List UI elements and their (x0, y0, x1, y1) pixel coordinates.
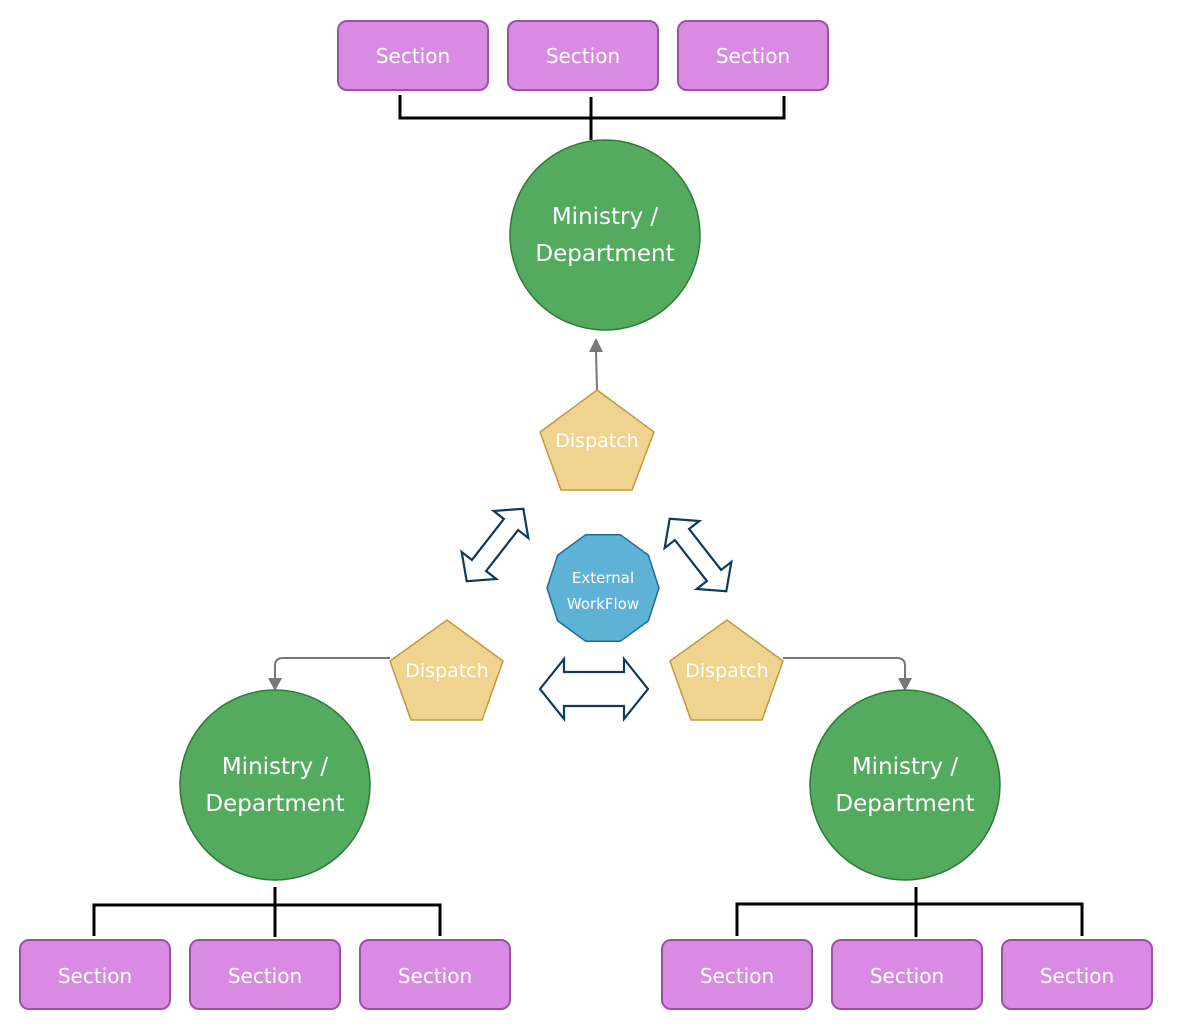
left-section-3[interactable]: Section (359, 939, 511, 1010)
dispatch-label: Dispatch (555, 430, 638, 452)
left-ministry-node[interactable]: Ministry / Department (179, 689, 371, 881)
right-dispatch-to-ministry-arrow (783, 657, 912, 691)
double-arrow-icon (663, 517, 733, 593)
right-section-2[interactable]: Section (831, 939, 983, 1010)
ministry-label-line2: Department (535, 241, 674, 267)
top-section-3[interactable]: Section (677, 20, 829, 91)
top-ministry-node[interactable]: Ministry / Department (509, 139, 701, 331)
right-dispatch-node[interactable]: Dispatch (669, 619, 784, 721)
top-section-connector (398, 95, 786, 140)
external-label-line1: External (572, 569, 634, 587)
section-label: Section (546, 44, 620, 68)
top-section-2[interactable]: Section (507, 20, 659, 91)
top-dispatch-node[interactable]: Dispatch (539, 389, 655, 491)
dispatch-label: Dispatch (685, 660, 768, 682)
right-section-3[interactable]: Section (1001, 939, 1153, 1010)
ministry-label-line1: Ministry / (222, 754, 329, 780)
exchange-arrow-left-right (538, 655, 650, 723)
right-section-connector (735, 887, 1084, 937)
arrow-head-icon (589, 338, 603, 352)
arrow-head-icon (268, 678, 282, 691)
ministry-label-line2: Department (835, 791, 974, 817)
left-dispatch-to-ministry-arrow (268, 657, 390, 691)
exchange-arrow-top-right (663, 517, 733, 593)
external-workflow-node[interactable]: External WorkFlow (546, 533, 660, 643)
section-label: Section (700, 964, 774, 988)
ministry-label-line2: Department (205, 791, 344, 817)
right-ministry-node[interactable]: Ministry / Department (809, 689, 1001, 881)
top-dispatch-to-ministry-arrow (589, 338, 603, 391)
section-label: Section (228, 964, 302, 988)
left-section-2[interactable]: Section (189, 939, 341, 1010)
arrow-head-icon (898, 678, 912, 691)
section-label: Section (398, 964, 472, 988)
exchange-arrow-left-top (460, 507, 530, 583)
double-arrow-icon (538, 655, 650, 723)
left-section-1[interactable]: Section (19, 939, 171, 1010)
ministry-label-line1: Ministry / (852, 754, 959, 780)
right-section-1[interactable]: Section (661, 939, 813, 1010)
section-label: Section (376, 44, 450, 68)
top-section-1[interactable]: Section (337, 20, 489, 91)
section-label: Section (716, 44, 790, 68)
external-label-line2: WorkFlow (567, 595, 639, 613)
dispatch-label: Dispatch (405, 660, 488, 682)
section-label: Section (1040, 964, 1114, 988)
top-cluster: Section Section Section Ministry / Depar… (337, 20, 829, 491)
right-cluster: Dispatch Ministry / Department Section S… (661, 619, 1153, 1010)
section-label: Section (58, 964, 132, 988)
double-arrow-icon (460, 507, 530, 583)
left-cluster: Dispatch Ministry / Department Section S… (19, 619, 511, 1010)
section-label: Section (870, 964, 944, 988)
left-dispatch-node[interactable]: Dispatch (389, 619, 504, 721)
ministry-label-line1: Ministry / (552, 204, 659, 230)
left-section-connector (92, 887, 442, 937)
